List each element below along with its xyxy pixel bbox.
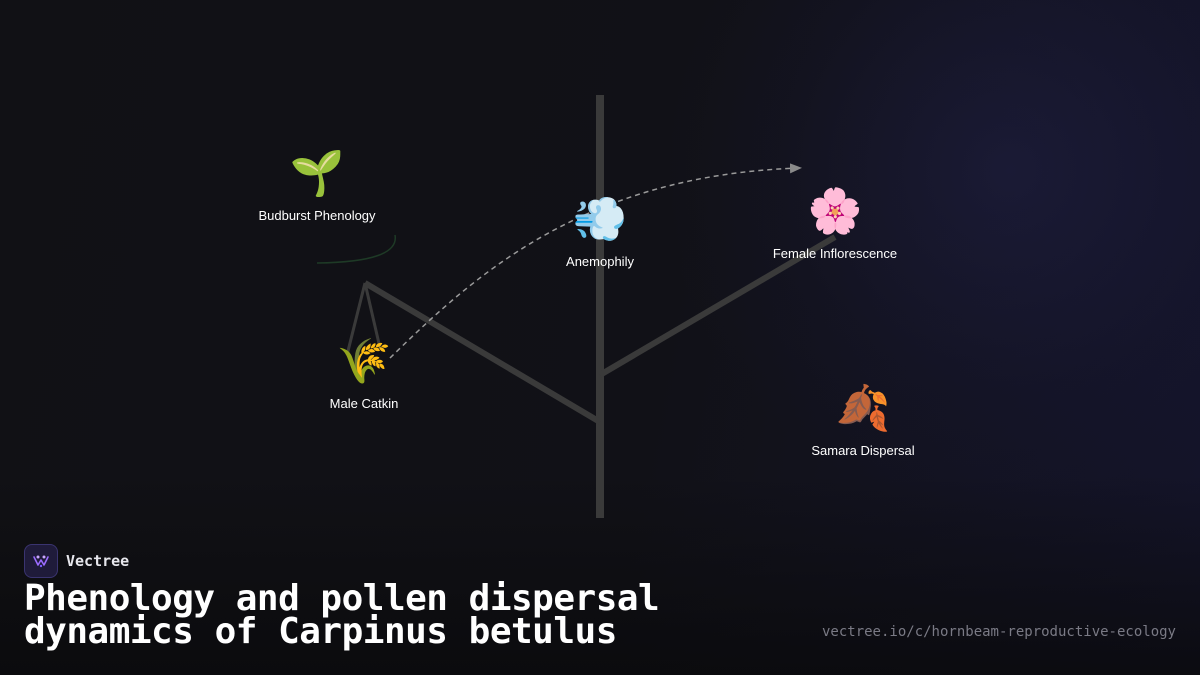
pollen-dispersal-arrow [389, 163, 802, 359]
catkin-icon: 🌾 [336, 336, 392, 387]
brand[interactable]: Vectree [24, 544, 129, 578]
node-label: Budburst Phenology [258, 208, 376, 223]
catkin-stem-right [363, 282, 382, 349]
node-male-catkin[interactable]: 🌾 Male Catkin [330, 336, 399, 411]
node-label: Anemophily [566, 254, 634, 269]
node-anemophily[interactable]: 💨 Anemophily [566, 194, 634, 269]
node-label: Female Inflorescence [772, 246, 898, 261]
fallen-leaf-icon: 🍂 [835, 383, 891, 434]
catkin-stem-left [345, 282, 367, 356]
branch-right [598, 234, 837, 378]
node-female-inflorescence[interactable]: 🌸 Female Inflorescence [773, 186, 897, 261]
node-budburst-phenology[interactable]: 🌱 Budburst Phenology [258, 148, 375, 223]
node-samara-dispersal[interactable]: 🍂 Samara Dispersal [811, 383, 914, 458]
blossom-icon: 🌸 [807, 186, 863, 237]
node-label: Samara Dispersal [811, 443, 915, 458]
page-url[interactable]: vectree.io/c/hornbeam-reproductive-ecolo… [821, 624, 1176, 640]
wind-icon: 💨 [572, 194, 628, 245]
brand-name: Vectree [66, 552, 130, 570]
branch-left [363, 280, 602, 425]
vectree-logo-icon [24, 544, 58, 578]
page-title: Phenology and pollen dispersal dynamics … [24, 578, 660, 652]
budburst-tendril [316, 234, 396, 264]
node-label: Male Catkin [329, 396, 399, 411]
seedling-icon: 🌱 [289, 148, 345, 199]
